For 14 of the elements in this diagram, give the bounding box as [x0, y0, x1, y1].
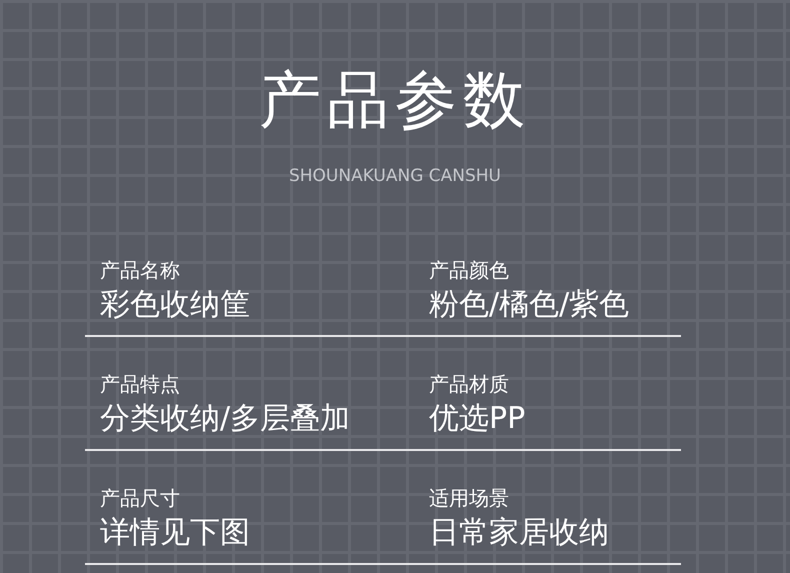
parameter-value: 彩色收纳筐: [100, 286, 250, 324]
title: 产品参数: [258, 62, 532, 138]
subtitle: SHOUNAKUANG CANSHU: [288, 166, 502, 186]
parameter-value: 详情见下图: [100, 514, 250, 552]
parameter-name: 产品名称: [100, 257, 180, 284]
parameter-value: 粉色/橘色/紫色: [429, 286, 630, 324]
parameter-name: 适用场景: [429, 485, 509, 512]
parameter-name: 产品材质: [429, 371, 509, 398]
parameter-name: 产品尺寸: [100, 485, 180, 512]
parameter-value: 优选PP: [429, 400, 526, 438]
parameter-name: 产品颜色: [429, 257, 509, 284]
parameter-value: 日常家居收纳: [429, 514, 609, 552]
parameter-value: 分类收纳/多层叠加: [100, 400, 350, 438]
parameter-name: 产品特点: [100, 371, 180, 398]
